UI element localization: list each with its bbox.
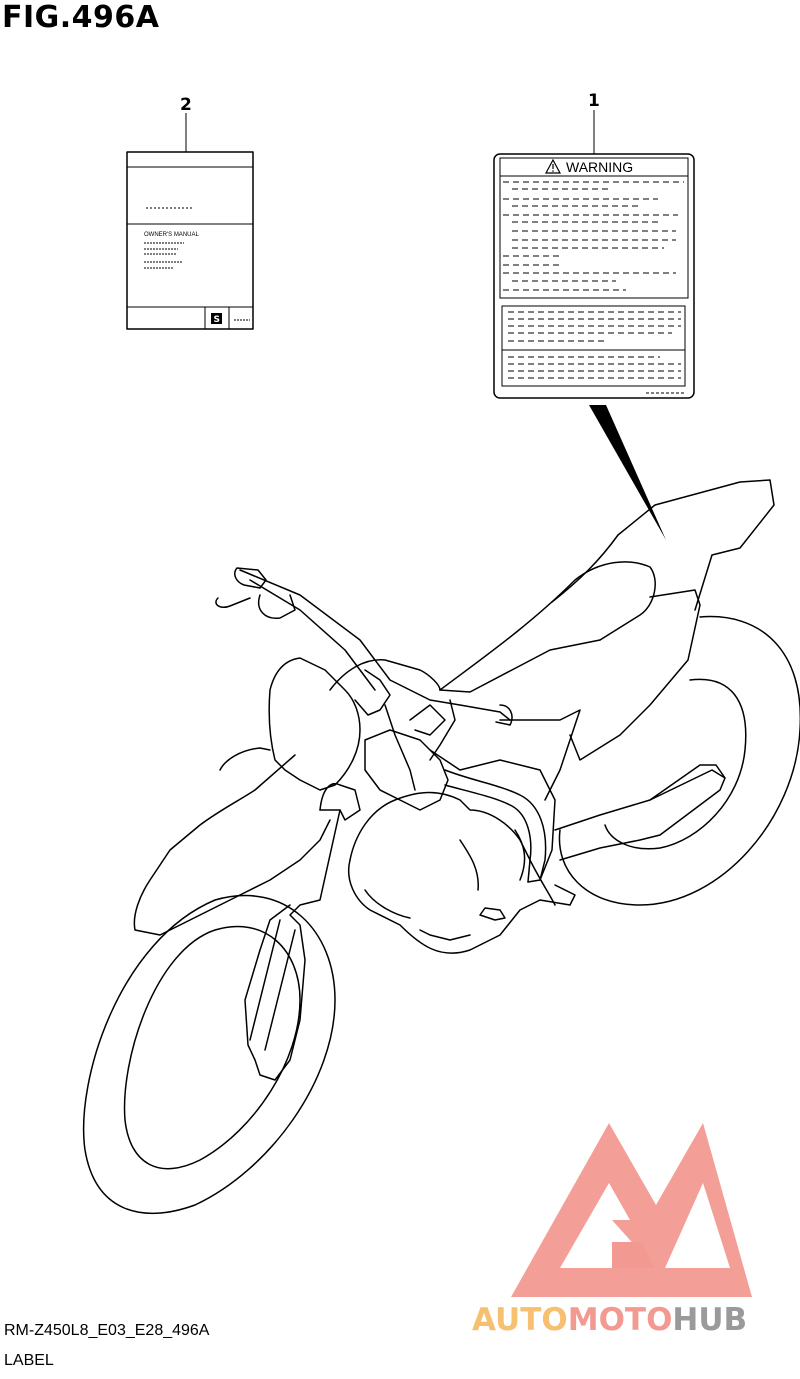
watermark-moto-text: MOTO (568, 1302, 673, 1338)
warning-heading: WARNING (566, 159, 633, 175)
automotohub-watermark: AUTOMOTOHUB (472, 1123, 752, 1338)
label-location-pointer (589, 405, 666, 540)
suzuki-s-logo-icon: S (211, 313, 222, 325)
owners-manual-heading: OWNER'S MANUAL (144, 232, 199, 238)
warning-label-card (493, 153, 695, 399)
watermark-triangle-logo-icon (511, 1123, 752, 1297)
motorcycle-outline (82, 479, 800, 1214)
svg-text:S: S (214, 315, 220, 325)
owners-manual-cover (126, 151, 254, 330)
warning-label-upper-panel (499, 157, 689, 299)
figure-code: RM-Z450L8_E03_E28_496A (4, 1322, 210, 1339)
watermark-hub-text: HUB (672, 1302, 747, 1338)
callout-2: 2 (180, 95, 192, 115)
callout-1: 1 (588, 91, 600, 111)
watermark-auto: AUTOMOTOHUB (472, 1302, 747, 1338)
section-label: LABEL (4, 1352, 54, 1369)
warning-label-part[interactable]: 1 WARNING (493, 91, 695, 399)
watermark-auto-text: AUTO (472, 1302, 568, 1338)
figure-title: FIG.496A (2, 0, 160, 35)
warning-triangle-icon (544, 158, 562, 174)
owners-manual-part[interactable]: 2 OWNER'S MANUAL S (126, 95, 254, 330)
warning-label-lower-panel (501, 305, 686, 387)
